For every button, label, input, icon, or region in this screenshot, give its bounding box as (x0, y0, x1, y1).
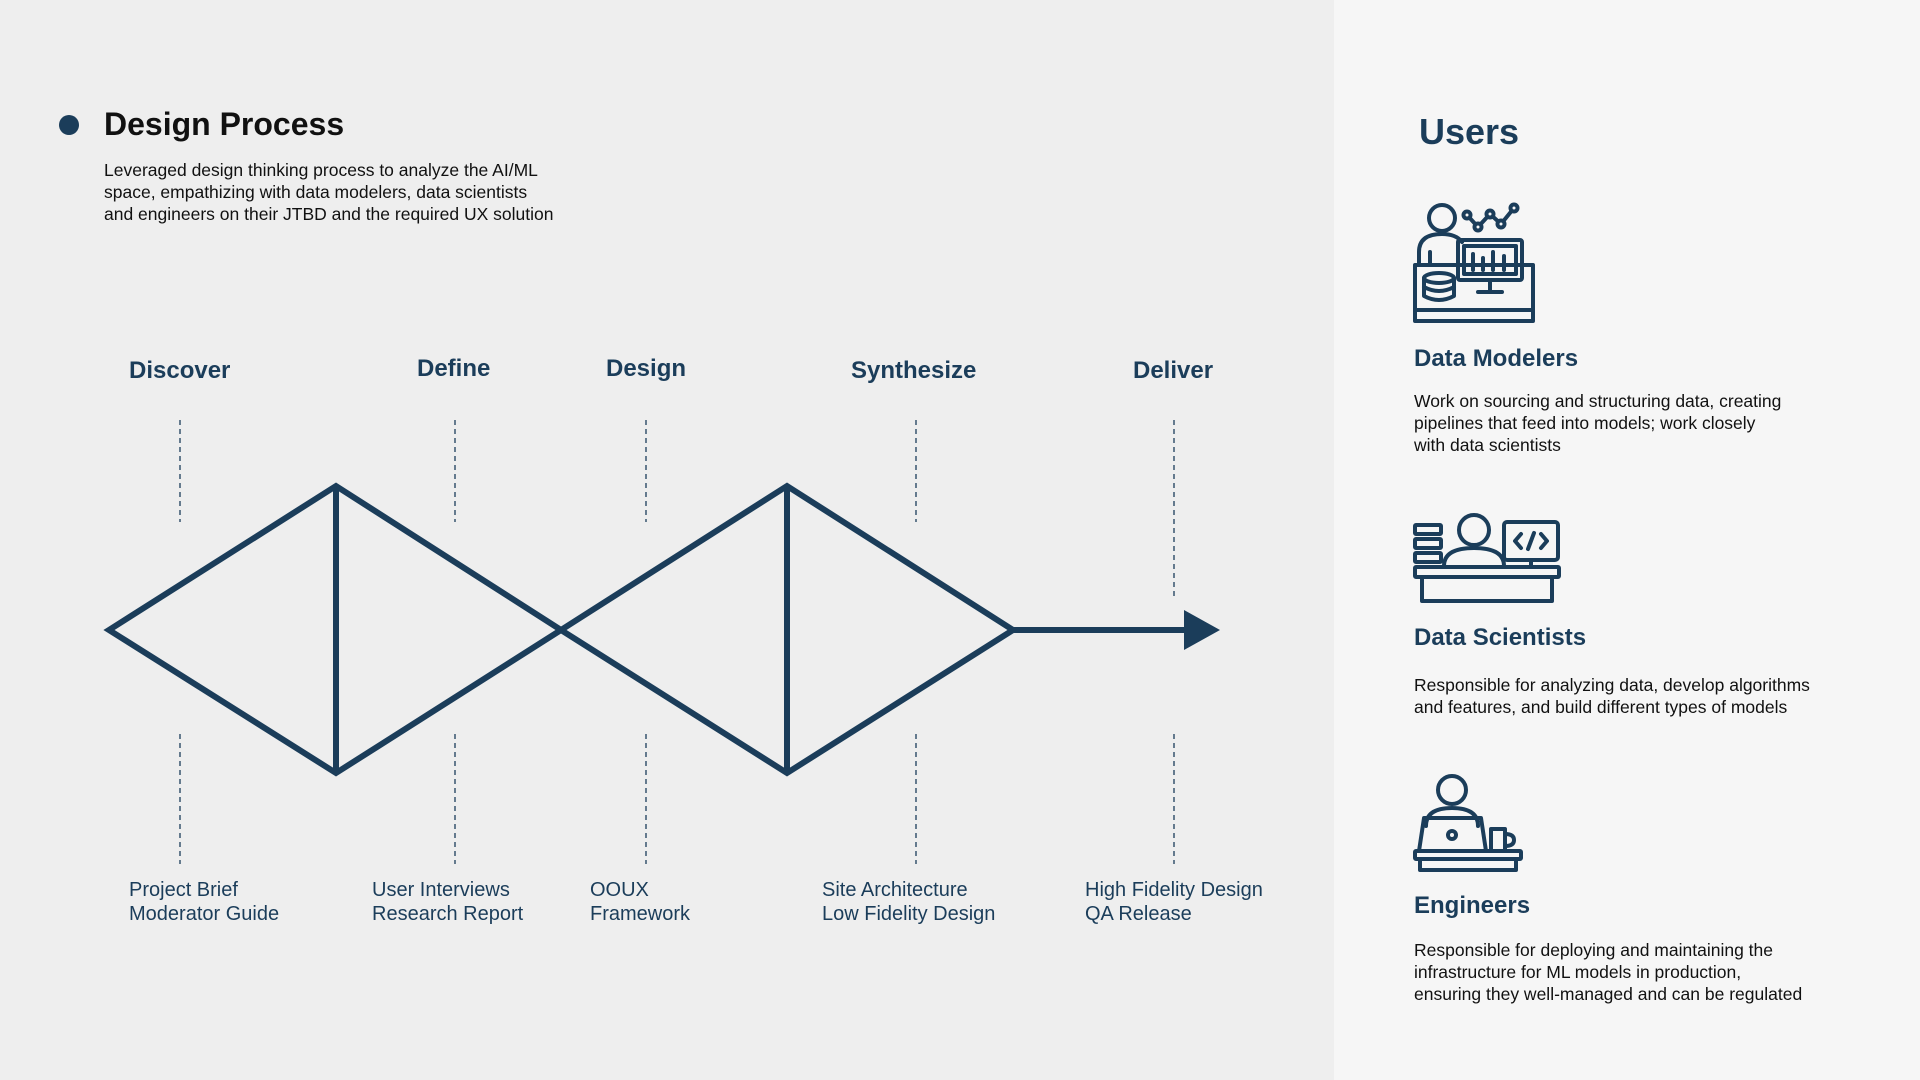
output-item: Low Fidelity Design (822, 903, 996, 925)
stage-discover: Discover (129, 357, 231, 384)
output-item: QA Release (1085, 903, 1192, 925)
desc-line: Responsible for analyzing data, develop … (1414, 675, 1810, 695)
stage-deliver-outputs: High Fidelity Design QA Release (1085, 878, 1263, 926)
user-name-engineers: Engineers (1414, 892, 1531, 919)
intro-line: Leveraged design thinking process to ana… (104, 160, 538, 180)
output-item: User Interviews (372, 879, 510, 901)
double-diamond-diagram (103, 420, 1220, 864)
section-title: Design Process (104, 106, 345, 142)
output-item: OOUX (590, 879, 649, 901)
stage-discover-outputs: Project Brief Moderator Guide (129, 878, 279, 926)
stage-define: Define (417, 355, 491, 382)
output-item: Moderator Guide (129, 903, 280, 925)
output-item: Research Report (372, 903, 524, 925)
data-scientist-icon (1413, 513, 1561, 603)
output-item: High Fidelity Design (1085, 879, 1263, 901)
output-item: Framework (590, 903, 691, 925)
intro-line: and engineers on their JTBD and the requ… (104, 204, 554, 224)
desc-line: and features, and build different types … (1414, 697, 1788, 717)
stage-design: Design (606, 355, 687, 382)
stage-deliver: Deliver (1133, 357, 1214, 384)
output-item: Site Architecture (822, 879, 968, 901)
user-desc-engineers: Responsible for deploying and maintainin… (1414, 939, 1884, 1005)
data-modeler-icon (1413, 202, 1535, 323)
intro-line: space, empathizing with data modelers, d… (104, 182, 528, 202)
user-desc-data-scientists: Responsible for analyzing data, develop … (1414, 674, 1884, 718)
stage-synthesize: Synthesize (851, 357, 977, 384)
desc-line: infrastructure for ML models in producti… (1414, 962, 1742, 982)
user-name-data-scientists: Data Scientists (1414, 624, 1587, 651)
desc-line: with data scientists (1414, 435, 1561, 455)
output-item: Project Brief (129, 879, 238, 901)
desc-line: Work on sourcing and structuring data, c… (1414, 391, 1782, 411)
desc-line: Responsible for deploying and maintainin… (1414, 940, 1773, 960)
design-process-panel (0, 0, 1334, 1080)
desc-line: pipelines that feed into models; work cl… (1414, 413, 1756, 433)
arrow-head-icon (1184, 610, 1220, 650)
user-desc-data-modelers: Work on sourcing and structuring data, c… (1414, 390, 1884, 456)
users-title: Users (1419, 111, 1520, 152)
section-bullet (59, 115, 79, 135)
stage-define-outputs: User Interviews Research Report (372, 878, 523, 926)
stage-synthesize-outputs: Site Architecture Low Fidelity Design (822, 878, 995, 926)
engineer-icon (1413, 774, 1523, 872)
section-intro: Leveraged design thinking process to ana… (104, 159, 624, 225)
desc-line: ensuring they well-managed and can be re… (1414, 984, 1803, 1004)
user-name-data-modelers: Data Modelers (1414, 345, 1579, 372)
stage-design-outputs: OOUX Framework (590, 878, 690, 926)
